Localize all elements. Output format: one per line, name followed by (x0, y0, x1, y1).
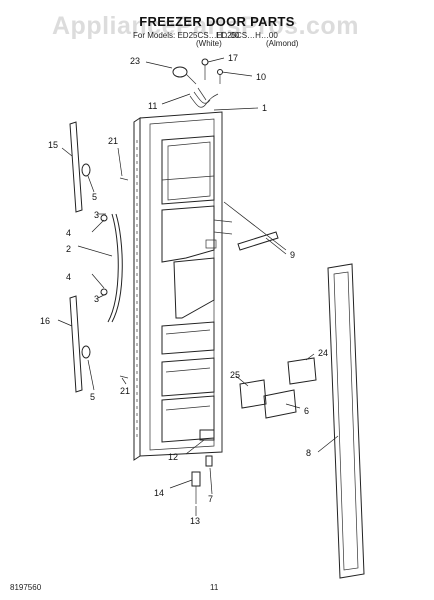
callout-13: 13 (190, 516, 200, 526)
callout-16: 16 (40, 316, 50, 326)
callout-1: 1 (262, 103, 267, 113)
callout-3-upper: 3 (94, 210, 99, 220)
models-line-2: ED25CS…H…00 (216, 31, 278, 40)
shelf-retainer (237, 231, 279, 251)
page-number: 11 (210, 583, 219, 592)
door-shell (133, 111, 223, 461)
callout-15: 15 (48, 140, 58, 150)
callout-labels: 23 17 10 11 1 21 15 5 4 3 2 9 4 3 16 5 2… (40, 53, 328, 526)
callout-14: 14 (154, 488, 164, 498)
callout-4-upper: 4 (66, 228, 71, 238)
callout-5-upper: 5 (92, 192, 97, 202)
callout-2: 2 (66, 244, 71, 254)
callout-3-lower: 3 (94, 294, 99, 304)
leader-lines (57, 57, 339, 516)
callout-6: 6 (304, 406, 309, 416)
door-gasket (327, 263, 365, 579)
callout-12: 12 (168, 452, 178, 462)
models-line-1: For Models: ED25CS…H…00 (133, 31, 240, 40)
brackets (239, 357, 317, 419)
wire-harness (172, 58, 223, 108)
callout-25: 25 (230, 370, 240, 380)
page-title: FREEZER DOOR PARTS (139, 14, 295, 29)
callout-21-lower: 21 (120, 386, 130, 396)
callout-23: 23 (130, 56, 140, 66)
handle-and-trims (69, 121, 129, 393)
color-label-white: (White) (196, 39, 222, 48)
callout-11: 11 (148, 101, 157, 111)
color-label-almond: (Almond) (266, 39, 299, 48)
callout-21-upper: 21 (108, 136, 118, 146)
callout-5-lower: 5 (90, 392, 95, 402)
callout-24: 24 (318, 348, 328, 358)
callout-8: 8 (306, 448, 311, 458)
door-liner (161, 135, 233, 443)
callout-10: 10 (256, 72, 266, 82)
callout-4-lower: 4 (66, 272, 71, 282)
document-code: 8197560 (10, 583, 42, 592)
callout-7: 7 (208, 494, 213, 504)
bottom-hinge-parts (191, 429, 215, 504)
callout-17: 17 (228, 53, 238, 63)
callout-9: 9 (290, 250, 295, 260)
